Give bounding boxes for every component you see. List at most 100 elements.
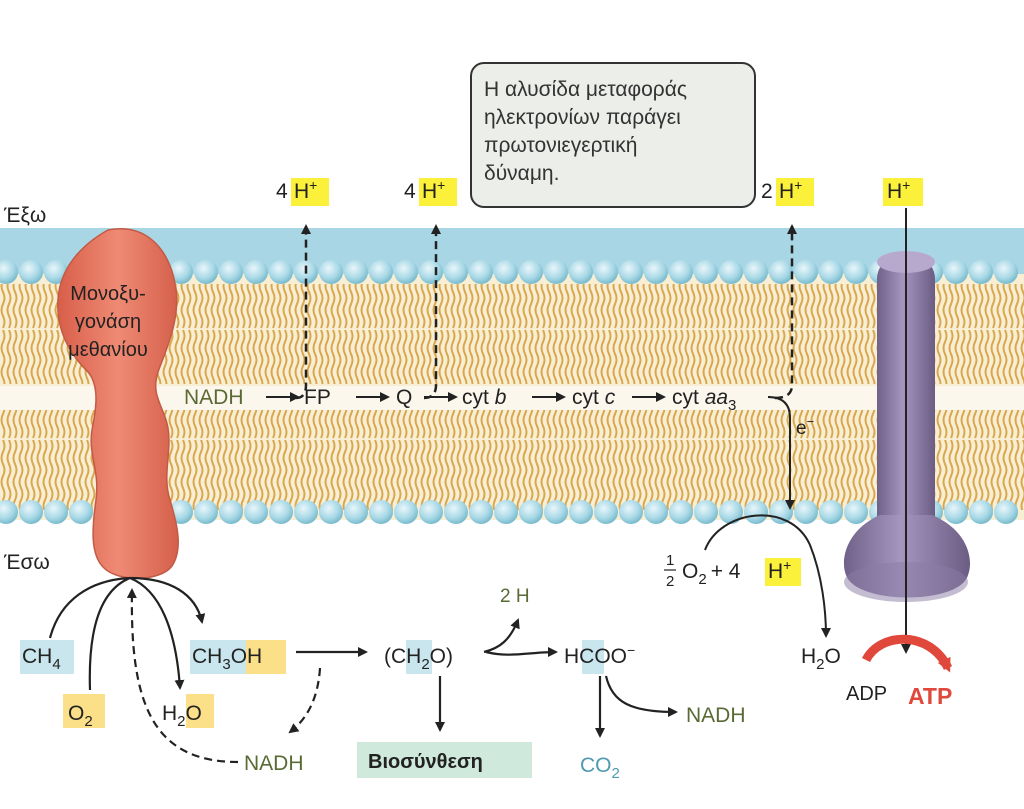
lipid-head (619, 500, 643, 524)
proton-label-1: 4 H+ (276, 177, 329, 206)
arrow-o2-in (88, 576, 131, 691)
proton-symbol-1: H+ (294, 177, 317, 203)
lipid-head (644, 500, 668, 524)
co2-label: CO2 (580, 754, 620, 782)
reaction-water: H2O (801, 645, 841, 673)
lipid-head (69, 500, 93, 524)
electron-transport-chain: NADH FP Q cyt b cyt c cyt aa3 (184, 386, 736, 414)
arrow-ch4-in (48, 576, 131, 639)
lipid-head (944, 260, 968, 284)
electron-label: e− (796, 414, 814, 439)
lipid-head (494, 260, 518, 284)
lipid-head (669, 500, 693, 524)
lipid-head (994, 500, 1018, 524)
lipid-head (844, 260, 868, 284)
ch4-highlight (20, 640, 74, 674)
lipid-head (794, 500, 818, 524)
arrow-to-h2o (129, 576, 185, 690)
lipid-head (694, 260, 718, 284)
proton-label-2: 4 H+ (404, 177, 457, 206)
lipid-head (619, 260, 643, 284)
oxygen-reduction: 1 2 O2+ 4 H+ H2O (664, 514, 841, 673)
o2-label: O2 (68, 702, 93, 730)
formate-c-highlight (582, 640, 604, 674)
proton-coef-2: 4 (404, 180, 416, 203)
lipid-head (444, 500, 468, 524)
lipid-head (344, 500, 368, 524)
lipid-head (594, 260, 618, 284)
lipid-head (544, 500, 568, 524)
h2o-label: H2O (162, 702, 202, 730)
lipid-head (394, 500, 418, 524)
arrow-ch2o-formate (485, 647, 558, 658)
arrow-nadh-consumed (126, 588, 239, 764)
lipid-head (594, 500, 618, 524)
reaction-h-highlight (765, 558, 801, 586)
lipid-head (19, 500, 43, 524)
arrow-to-ch3oh (129, 576, 206, 624)
lipid-head (969, 500, 993, 524)
atp-production-arrow (861, 634, 953, 673)
lipid-head (244, 260, 268, 284)
metabolism: CH4 O2 CH3OH H2O NADH (CH2O) 2 H HCOO− N… (20, 586, 746, 782)
proton-symbol-3: H+ (779, 177, 802, 203)
lipid-head (644, 260, 668, 284)
proton-symbol-4: H+ (887, 177, 910, 203)
reaction-o2: O2+ 4 (682, 560, 741, 588)
etc-callout-box: Η αλυσίδα μεταφοράς ηλεκτρονίων παράγει … (470, 62, 756, 208)
lipid-head (544, 260, 568, 284)
callout-line-4: δύναμη. (484, 162, 560, 185)
proton-highlight-3 (776, 178, 814, 206)
callout-line-1: Η αλυσίδα μεταφοράς (484, 78, 688, 101)
proton-highlight-1 (291, 178, 329, 206)
lipid-head (269, 260, 293, 284)
ch2o-label: (CH2O) (384, 645, 453, 673)
chain-cytb: cyt b (462, 386, 507, 409)
lipid-head (744, 260, 768, 284)
callout-line-3: πρωτονιεγερτική (484, 134, 638, 157)
arrow-electron-down (767, 396, 795, 510)
lipid-head (469, 500, 493, 524)
ch3oh-label: CH3OH (192, 645, 262, 673)
proton-highlight-2 (419, 178, 457, 206)
lipid-head (719, 500, 743, 524)
enzyme-label-line-1: Μονοξυ- (70, 283, 145, 305)
lipid-head (494, 500, 518, 524)
lipid-head (844, 500, 868, 524)
arrow-to-2h (483, 618, 520, 654)
membrane-tails-inner (0, 410, 1024, 510)
lipid-head (19, 260, 43, 284)
lipid-head (319, 500, 343, 524)
proton-label-4: H+ (883, 177, 923, 206)
lipid-head (969, 260, 993, 284)
inside-label: Έσω (3, 551, 50, 574)
frac-denominator: 2 (666, 573, 674, 590)
o2-highlight (63, 694, 105, 728)
lipid-head (219, 500, 243, 524)
lipid-head (394, 260, 418, 284)
lipid-head (469, 260, 493, 284)
membrane (0, 228, 1024, 524)
lipid-head (744, 500, 768, 524)
ch3-highlight (190, 640, 246, 674)
callout-line-2: ηλεκτρονίων παράγει (484, 106, 681, 129)
lipid-head (194, 260, 218, 284)
lipid-head (44, 500, 68, 524)
two-h-label: 2 H (500, 586, 530, 607)
enzyme-label-line-3: μεθανίου (68, 339, 148, 361)
adp-label: ADP (846, 683, 887, 705)
chain-cytaa3: cyt aa3 (672, 386, 736, 414)
lipid-head (519, 500, 543, 524)
oh-highlight (246, 640, 286, 674)
ch4-label: CH4 (22, 645, 61, 673)
proton-label-3: 2 H+ (761, 177, 814, 206)
lipid-head (244, 500, 268, 524)
chain-q: Q (396, 386, 412, 409)
ch2o-c-highlight (406, 640, 432, 674)
lipid-head (444, 260, 468, 284)
lipid-head (794, 260, 818, 284)
biosynthesis-highlight (357, 742, 532, 778)
lipid-head (344, 260, 368, 284)
chain-arrows (266, 392, 795, 510)
